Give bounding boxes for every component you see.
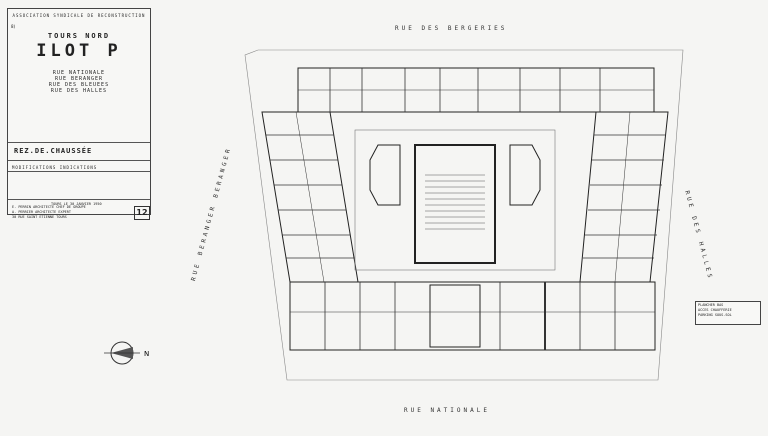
legend-line: ACCES CHAUFFERIE [698,308,732,312]
architect-line: E. PERRIN ARCHITECTE CHEF DE GROUPE [12,205,86,209]
east-partitions [583,111,666,283]
passage [429,284,481,348]
association-label: ASSOCIATION SYNDICALE DE RECONSTRUCTION [12,13,146,18]
street-label-bottom: RUE NATIONALE [404,407,490,414]
divider [8,171,150,172]
street-line: RUE BERANGER [54,76,104,82]
street-label-top: RUE DES BERGERIES [395,25,508,32]
divider [8,199,150,200]
plan-number: 12 [134,206,150,220]
sheet-ref: 8) [11,24,16,29]
architect-list: E. PERRIN ARCHITECTE CHEF DE GROUPE A. P… [12,205,86,220]
title-block: ASSOCIATION SYNDICALE DE RECONSTRUCTION … [7,8,151,220]
street-line: RUE NATIONALE [52,70,106,76]
legend-box: PLANCHER BAS ACCES CHAUFFERIE PARKING SO… [695,301,761,325]
south-partitions [290,282,655,350]
courtyard [354,129,556,271]
date-label: TOURS LE 30 JANVIER 1950 [51,202,102,206]
block-outline [244,49,684,381]
street-list: RUE NATIONALE RUE BERANGER RUE DES BLEUE… [8,70,150,94]
architect-line: A. PERRIER ARCHITECTE EXPERT [12,210,72,214]
divider [8,160,150,161]
block-title: ILOT P [36,41,122,61]
west-partitions [266,111,354,283]
legend-line: PLANCHER BAS [698,303,724,307]
theatre-left-lobby [369,144,401,206]
seating [425,174,485,230]
north-label: N [144,350,149,358]
street-line: RUE DES HALLES [50,88,108,94]
theatre-hall [414,144,496,264]
street-line: RUE DES BLEUEES [48,82,110,88]
divider [8,142,150,143]
level-title: REZ.DE.CHAUSSÉE [14,147,93,155]
legend-line: PARKING SOUS-SOL [698,313,732,317]
city-title: TOURS NORD [47,32,111,40]
architect-line: 30 RUE SAINT ETIENNE TOURS [12,215,67,219]
east-wing [579,111,669,283]
modifications-label: MODIFICATIONS INDICATIONS [12,165,98,170]
south-wing [289,281,656,351]
theatre-right-lobby [509,144,541,206]
north-arrow-icon [104,341,140,365]
north-partitions [298,68,654,112]
